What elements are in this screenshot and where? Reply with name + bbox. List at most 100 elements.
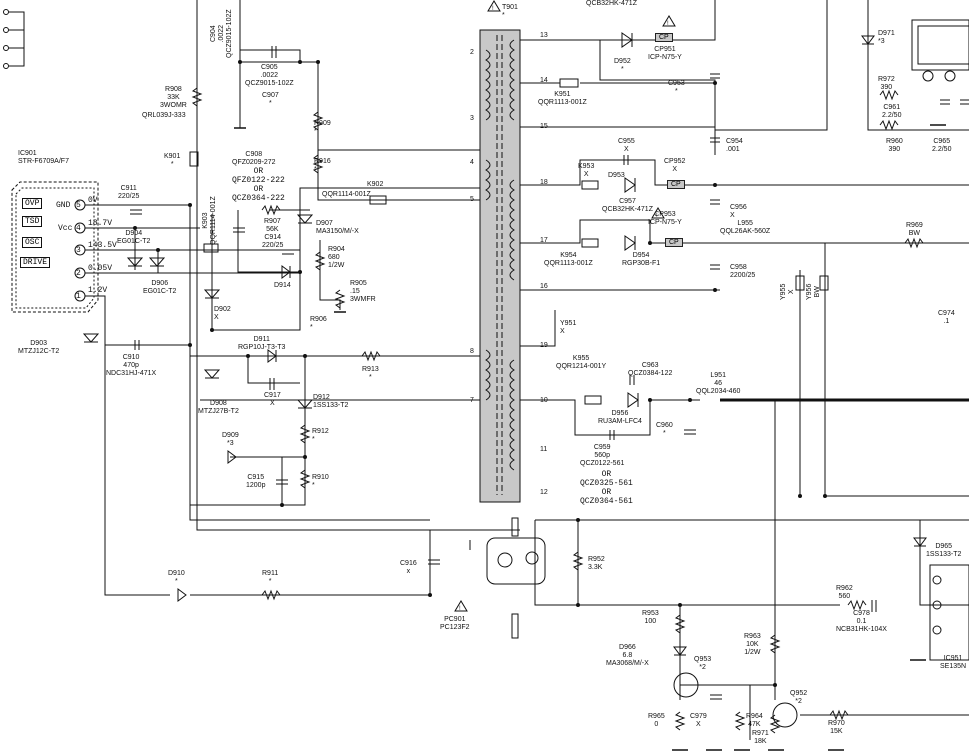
warn-t901: ! [492,6,494,12]
svg-text:11: 11 [540,446,547,453]
svg-text:16: 16 [540,283,548,290]
ic901-pin-gnd: GND [56,201,71,210]
r905-label: R905 .15 3WMFR [350,280,376,303]
d910-label: D910 * [168,570,185,585]
svg-text:7: 7 [470,397,474,404]
ic951-label: IC951 SE135N [940,655,967,670]
k902-label: K902 [367,181,384,188]
c963-label: C963 QCZ0384-122 [628,362,673,377]
r952-label: R952 3.3K [588,556,605,571]
t901-core [479,29,521,503]
r907-label: R907 56K [264,218,281,233]
c956-label: C956 X [730,204,747,219]
d909-label: D909 *3 [222,432,239,447]
r971-label: R971 18K [752,730,769,745]
c961-label: C961 2.2/50 [882,104,902,119]
k901-label: K901 * [164,153,181,168]
d902-label: D902 X [214,306,231,321]
c915-label: C915 1200p [246,474,266,489]
r912-label: R912 * [312,428,329,443]
r960-label: R960 390 [886,138,903,153]
cp951-label: CP951 ICP-N75-Y [648,46,682,61]
k903-label: K903 QQR1114-001Z [202,196,217,245]
t901-label: T901* [502,4,518,19]
svg-text:12: 12 [540,489,548,496]
r908-label: R908 33K 3WOMR [160,86,187,109]
d906-label: D906 EG01C-T2 [143,280,177,295]
c953-label: C953 * [668,80,685,95]
d952-label: D952 * [614,58,631,73]
cp951-tag: CP [655,33,673,42]
svg-text:13: 13 [540,32,548,39]
svg-text:!: ! [656,213,658,219]
ic901-pin-vcc: Vcc [58,224,73,233]
r910-label: R910 * [312,474,329,489]
c910-label: C910 470p NDC31HJ-471X [106,354,157,377]
r908-body [191,87,203,107]
c959-alt-label: OR QCZ0325-561 OR QCZ0364-561 [580,470,633,506]
c960-label: C960 * [656,422,673,437]
r970-label: R970 15K [828,720,845,735]
svg-text:5: 5 [470,196,474,203]
cp952-tag: CP [667,180,685,189]
d911-label: D911 RGP10J-T3-T3 [238,336,286,351]
svg-text:15: 15 [540,123,548,130]
volt-pin2: 0.05V [88,264,113,273]
svg-text:14: 14 [540,77,548,84]
c965-label: C965 2.2/50 [932,138,952,153]
r953-label: R953 100 [642,610,659,625]
svg-text:!: ! [459,606,461,612]
k955-label: K955 QQR1214-001Y [556,355,607,370]
c911-label: C911 220/25 [118,185,140,200]
ic901-block-osc: OSC [22,237,43,248]
r969-label: R969 BW [906,222,923,237]
r909-label: R909 * [314,120,331,135]
qqr1114-label: QQR1114-001Z [322,191,371,198]
ic901-block-ovp: OVP [22,198,43,209]
cp953-label: CP953 ICP-N75-Y [648,211,682,226]
svg-text:3: 3 [470,115,474,122]
c955-label: C955 X [618,138,635,153]
k953-label: K953 X [578,163,595,178]
cp952-label: CP952 X [664,158,686,173]
c911-body [130,209,142,215]
svg-text:17: 17 [540,237,548,244]
c959-label: C959 560p QCZ0122-561 [580,444,625,467]
svg-text:19: 19 [540,342,548,349]
r904-label: R904 680 1/2W [328,246,345,269]
y951-label: Y951 X [560,320,577,335]
y956-label: Y956 BW [806,283,821,300]
svg-text:4: 4 [470,159,474,166]
l955-label: L955 QQL26AK-560Z [720,220,771,235]
c916-label: C916 x [400,560,417,575]
ic901-pin-1: 1 [76,292,81,301]
c917-label: C917 X [264,392,281,407]
d914-label: D914 [274,282,291,289]
r965-label: R965 0 [648,713,665,728]
c954-label: C954 .001 [726,138,743,153]
c974-label: C974 .1 [938,310,955,325]
svg-text:8: 8 [470,348,474,355]
d904-label: D904 EG01C-T2 [117,230,151,245]
svg-text:!: ! [667,21,669,27]
svg-text:18: 18 [540,179,548,186]
r911-label: R911 * [262,570,279,585]
k951-label: K951 QQR1113-001Z [538,91,587,106]
q952-label: Q952 *2 [790,690,808,705]
volt-gnd: 0V [88,196,98,205]
d954-label: D954 RGP30B-F1 [622,252,661,267]
c978-label: C978 0.1 NCB31HK-104X [836,610,887,633]
c908-alt-label: OR QFZ0122-222 OR QCZ0364-222 [232,167,285,203]
r916-label: R916 * [314,158,331,173]
ic901-block-drive: DRIVE [20,257,51,268]
c904-label: C904 .0022 QCZ9015-102Z [210,9,233,58]
d965-label: D965 1SS133-T2 [926,543,962,558]
r962-label: R962 560 [836,585,853,600]
d908-label: D908 MTZJ27B-T2 [198,400,239,415]
d903-label: D903 MTZJ12C-T2 [18,340,60,355]
r972-label: R972 390 [878,76,895,91]
svg-text:2: 2 [470,49,474,56]
c979-label: C979 X [690,713,707,728]
